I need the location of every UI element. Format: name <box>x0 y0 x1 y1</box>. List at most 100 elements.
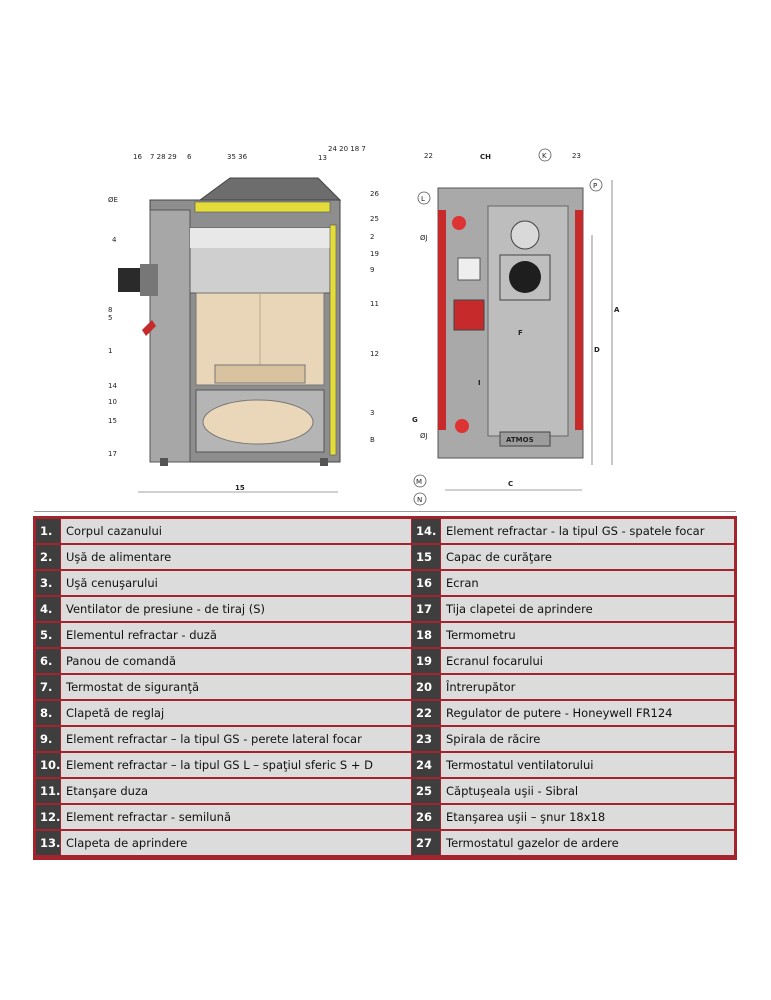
legend-number: 9. <box>36 727 60 751</box>
callout-label: 7 28 29 <box>150 153 177 161</box>
legend-number: 4. <box>36 597 60 621</box>
callout-label: ØE <box>108 196 118 204</box>
callout-label: 15 <box>108 417 117 425</box>
separator-line <box>34 511 736 512</box>
callout-label: 9 <box>370 266 374 274</box>
legend-number: 12. <box>36 805 60 829</box>
legend-text: Regulator de putere - Honeywell FR124 <box>441 701 734 725</box>
callout-label: B <box>370 436 375 444</box>
legend-text: Spirala de răcire <box>441 727 734 751</box>
legend-text: Termostat de siguranţă <box>61 675 411 699</box>
callout-label: P <box>593 182 597 190</box>
callout-label: M <box>416 478 422 486</box>
callout-label: 5 <box>108 314 112 322</box>
callout-label: I <box>478 379 481 387</box>
legend-number: 24 <box>412 753 440 777</box>
legend-text: Capac de curăţare <box>441 545 734 569</box>
legend-number: 15 <box>412 545 440 569</box>
legend-text: Termometru <box>441 623 734 647</box>
callout-label: 16 <box>133 153 142 161</box>
callout-label: 17 <box>108 450 117 458</box>
legend-number: 25 <box>412 779 440 803</box>
legend-text: Termostatul ventilatorului <box>441 753 734 777</box>
legend-text: Termostatul gazelor de ardere <box>441 831 734 855</box>
legend-number: 3. <box>36 571 60 595</box>
callout-label: A <box>614 306 620 314</box>
legend-text: Panou de comandă <box>61 649 411 673</box>
callout-label: K <box>542 152 547 160</box>
legend-text: Etanşarea uşii – şnur 18x18 <box>441 805 734 829</box>
callout-label: D <box>594 346 600 354</box>
callout-label: ØJ <box>420 234 428 242</box>
callout-label: 8 <box>108 306 112 314</box>
legend-text: Element refractar - semilună <box>61 805 411 829</box>
legend-text: Tija clapetei de aprindere <box>441 597 734 621</box>
callout-label: ØJ <box>420 432 428 440</box>
callout-label: CH <box>480 153 491 161</box>
callout-label: 22 <box>424 152 433 160</box>
callout-label: 6 <box>187 153 192 161</box>
legend-number: 13. <box>36 831 60 855</box>
callout-label: 15 <box>235 484 245 492</box>
callout-label: 12 <box>370 350 379 358</box>
legend-text: Uşă de alimentare <box>61 545 411 569</box>
legend-text: Căptuşeala uşii - Sibral <box>441 779 734 803</box>
legend-number: 6. <box>36 649 60 673</box>
legend-number: 27 <box>412 831 440 855</box>
legend-text: Întrerupător <box>441 675 734 699</box>
legend-number: 22 <box>412 701 440 725</box>
legend-number: 2. <box>36 545 60 569</box>
legend-text: Elementul refractar - duză <box>61 623 411 647</box>
callout-label: 23 <box>572 152 581 160</box>
legend-number: 14. <box>412 519 440 543</box>
callout-label: 2 <box>370 233 374 241</box>
legend-number: 17 <box>412 597 440 621</box>
section-view: 15 16 7 28 29 6 35 36 24 20 18 7 13 ØE 4… <box>108 145 379 493</box>
legend-number: 18 <box>412 623 440 647</box>
callout-label: C <box>508 480 513 488</box>
legend-text: Ventilator de presiune - de tiraj (S) <box>61 597 411 621</box>
rear-view: ATMOS 22 CH K 23 L P ØJ A D F I G ØJ M N… <box>412 148 620 506</box>
legend-text: Etanşare duza <box>61 779 411 803</box>
callout-label: L <box>421 195 425 203</box>
legend-text: Ecran <box>441 571 734 595</box>
callout-label: 14 <box>108 382 117 390</box>
legend-number: 16 <box>412 571 440 595</box>
legend-text: Element refractar – la tipul GS L – spaţ… <box>61 753 411 777</box>
callout-label: 26 <box>370 190 379 198</box>
legend-number: 26 <box>412 805 440 829</box>
legend-number: 1. <box>36 519 60 543</box>
legend-text: Element refractar - la tipul GS - spatel… <box>441 519 734 543</box>
legend-number: 20 <box>412 675 440 699</box>
boiler-diagram: 15 16 7 28 29 6 35 36 24 20 18 7 13 ØE 4… <box>0 140 771 510</box>
legend-text: Clapeta de aprindere <box>61 831 411 855</box>
boiler-drawings: 15 16 7 28 29 6 35 36 24 20 18 7 13 ØE 4… <box>108 145 620 506</box>
callout-label: 4 <box>112 236 117 244</box>
legend-number: 19 <box>412 649 440 673</box>
legend-number: 5. <box>36 623 60 647</box>
legend-number: 10. <box>36 753 60 777</box>
callout-label: 19 <box>370 250 379 258</box>
legend-text: Corpul cazanului <box>61 519 411 543</box>
callout-label: F <box>518 329 523 337</box>
legend-text: Uşă cenuşarului <box>61 571 411 595</box>
callout-label: 35 36 <box>227 153 248 161</box>
callout-label: 1 <box>108 347 112 355</box>
legend-text: Clapetă de reglaj <box>61 701 411 725</box>
callout-label: 3 <box>370 409 374 417</box>
callout-label: 25 <box>370 215 379 223</box>
callout-label: 11 <box>370 300 379 308</box>
legend-number: 8. <box>36 701 60 725</box>
legend-text: Element refractar – la tipul GS - perete… <box>61 727 411 751</box>
legend-number: 11. <box>36 779 60 803</box>
nameplate: ATMOS <box>506 436 534 444</box>
callout-label: 10 <box>108 398 117 406</box>
callout-label: 13 <box>318 154 327 162</box>
legend-text: Ecranul focarului <box>441 649 734 673</box>
callout-label: N <box>417 496 422 504</box>
legend-number: 23 <box>412 727 440 751</box>
callout-label: 24 20 18 7 <box>328 145 366 153</box>
callout-label: G <box>412 416 418 424</box>
legend-number: 7. <box>36 675 60 699</box>
